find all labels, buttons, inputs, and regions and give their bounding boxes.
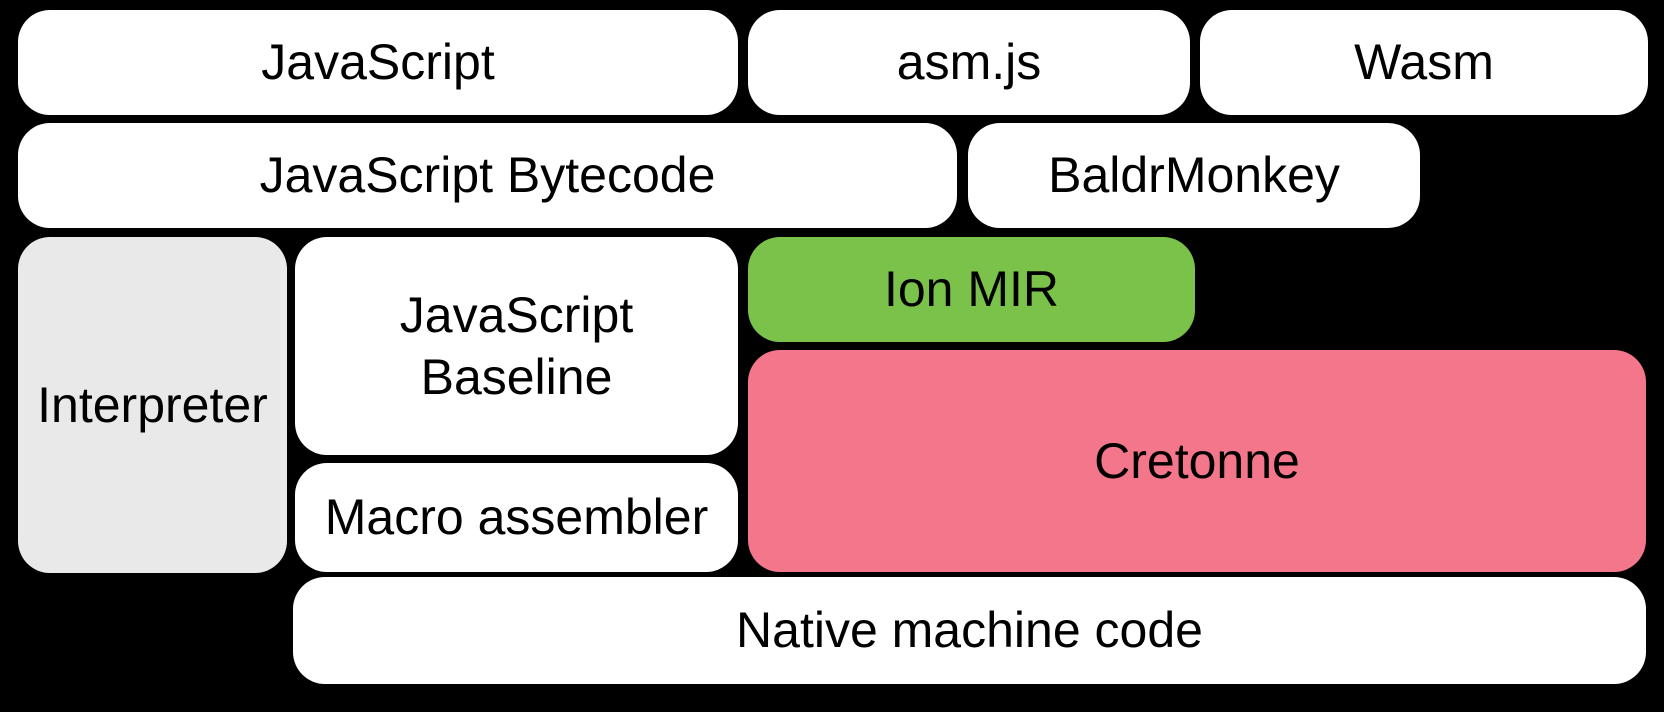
box-javascript-baseline: JavaScript Baseline: [295, 237, 738, 455]
box-asm-js: asm.js: [748, 10, 1190, 115]
box-javascript-baseline-label: JavaScript Baseline: [400, 284, 633, 409]
box-ion-mir: Ion MIR: [748, 237, 1195, 342]
box-macro-assembler: Macro assembler: [295, 463, 738, 572]
box-native-machine-code: Native machine code: [293, 577, 1646, 684]
box-native-machine-code-label: Native machine code: [736, 602, 1203, 659]
box-wasm-label: Wasm: [1354, 34, 1494, 91]
box-macro-assembler-label: Macro assembler: [324, 489, 709, 546]
box-baldrmonkey: BaldrMonkey: [968, 123, 1420, 228]
box-javascript-bytecode: JavaScript Bytecode: [18, 123, 957, 228]
box-javascript-bytecode-label: JavaScript Bytecode: [259, 147, 716, 204]
box-javascript-baseline-line2: Baseline: [420, 349, 613, 405]
box-wasm: Wasm: [1200, 10, 1648, 115]
box-baldrmonkey-label: BaldrMonkey: [1048, 147, 1340, 204]
box-interpreter-label: Interpreter: [37, 376, 268, 433]
box-javascript-label: JavaScript: [261, 34, 495, 91]
box-ion-mir-label: Ion MIR: [883, 261, 1060, 318]
box-cretonne: Cretonne: [748, 350, 1646, 572]
box-interpreter: Interpreter: [18, 237, 287, 573]
box-javascript: JavaScript: [18, 10, 738, 115]
box-javascript-baseline-line1: JavaScript: [399, 286, 634, 343]
box-cretonne-label: Cretonne: [1094, 432, 1300, 489]
box-asm-js-label: asm.js: [896, 34, 1042, 91]
